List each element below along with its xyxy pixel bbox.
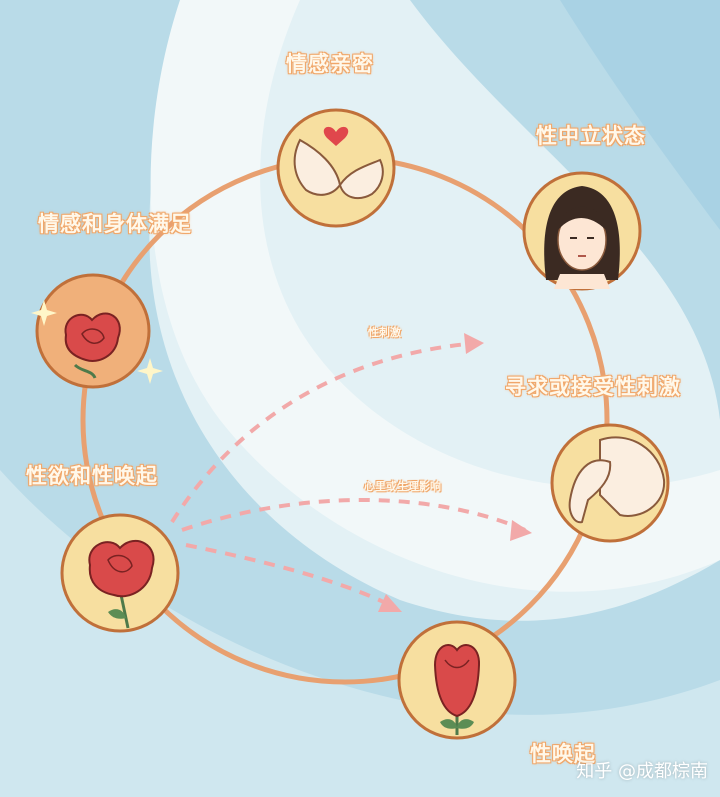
rose-bud-icon bbox=[433, 644, 481, 735]
holding-hands-icon bbox=[293, 126, 384, 200]
watermark: 知乎 @成都棕南 bbox=[576, 761, 708, 782]
rose-sparkle-icon bbox=[31, 300, 163, 384]
arrowhead-stimulus bbox=[464, 333, 484, 354]
arrowhead-arousal bbox=[378, 594, 402, 612]
arrow-psych bbox=[181, 498, 526, 532]
node-neutral bbox=[522, 171, 642, 291]
bg-swirl-white bbox=[150, 0, 720, 592]
hand-touch-icon bbox=[568, 436, 666, 524]
arrow-arousal bbox=[185, 543, 393, 608]
arrowhead-psych bbox=[510, 520, 532, 541]
arrow-label-stimulus: 性刺激 bbox=[368, 326, 401, 339]
label-intimacy: 情感亲密 bbox=[286, 52, 374, 76]
node-satisfaction bbox=[31, 273, 163, 389]
label-arousal: 性唤起 bbox=[530, 742, 596, 766]
label-seek: 寻求或接受性刺激 bbox=[505, 375, 681, 399]
woman-face-icon bbox=[544, 186, 620, 289]
node-intimacy bbox=[276, 108, 396, 228]
node-arousal bbox=[397, 620, 517, 740]
node-seek bbox=[550, 423, 670, 543]
bg-swirl-right bbox=[560, 0, 720, 230]
bg-swirl-mid bbox=[0, 470, 720, 797]
arrow-label-psych: 心里或生理影响 bbox=[364, 480, 441, 493]
label-satisfaction: 情感和身体满足 bbox=[38, 212, 192, 236]
label-neutral: 性中立状态 bbox=[536, 124, 646, 148]
arrow-stimulus bbox=[170, 341, 479, 524]
node-desire bbox=[60, 513, 180, 633]
rose-icon bbox=[88, 539, 155, 629]
label-desire: 性欲和性唤起 bbox=[26, 464, 158, 488]
